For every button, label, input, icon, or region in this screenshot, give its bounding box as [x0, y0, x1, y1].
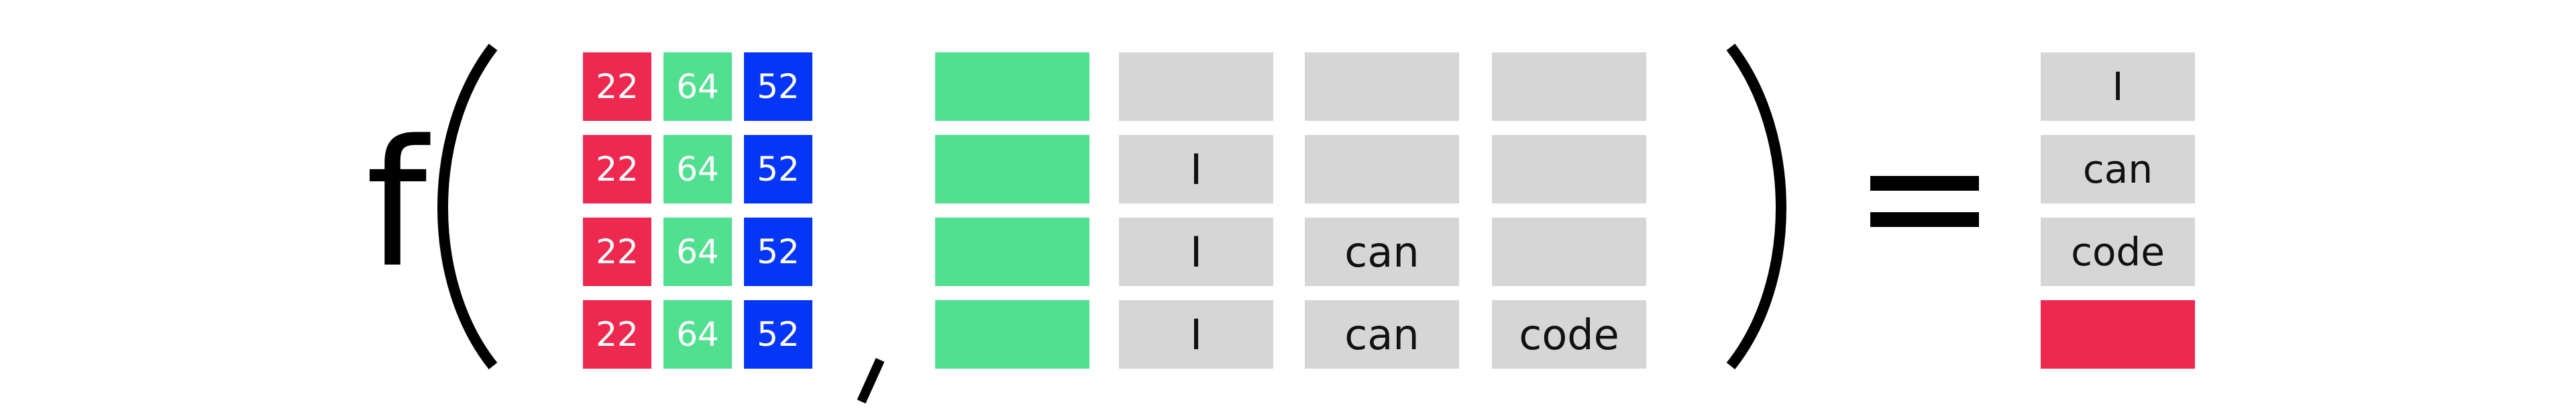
matrix-cell: 52 [744, 52, 812, 121]
context-word-cell: I [1119, 135, 1273, 203]
matrix-cell: 52 [744, 135, 812, 203]
comma [857, 358, 885, 404]
matrix-cell: 64 [663, 218, 732, 286]
context-word-cell [1305, 135, 1459, 203]
matrix-cell: 22 [583, 218, 651, 286]
start-token-cell [935, 52, 1089, 121]
output-word-cell: can [2041, 135, 2195, 203]
context-word-cell: can [1305, 218, 1459, 286]
matrix-cell: 22 [583, 52, 651, 121]
equals-bottom-bar [1870, 212, 1979, 227]
output-word-cell: I [2041, 52, 2195, 121]
matrix-cell: 52 [744, 300, 812, 369]
matrix-cell: 22 [583, 135, 651, 203]
context-word-cell [1305, 52, 1459, 121]
context-word-cell: code [1492, 300, 1646, 369]
right-parenthesis [1726, 44, 1786, 369]
left-parenthesis [437, 44, 498, 369]
matrix-cell: 52 [744, 218, 812, 286]
output-word-cell: code [2041, 218, 2195, 286]
start-token-cell [935, 135, 1089, 203]
start-token-cell [935, 218, 1089, 286]
function-symbol: f [366, 103, 427, 306]
context-word-cell [1492, 135, 1646, 203]
context-word-cell [1119, 52, 1273, 121]
matrix-cell: 22 [583, 300, 651, 369]
context-word-cell: I [1119, 218, 1273, 286]
context-word-cell [1492, 218, 1646, 286]
matrix-cell: 64 [663, 135, 732, 203]
matrix-cell: 64 [663, 52, 732, 121]
context-word-cell: can [1305, 300, 1459, 369]
context-word-cell [1492, 52, 1646, 121]
context-word-cell: I [1119, 300, 1273, 369]
end-token-cell [2041, 300, 2195, 369]
matrix-cell: 64 [663, 300, 732, 369]
start-token-cell [935, 300, 1089, 369]
equals-top-bar [1870, 176, 1979, 191]
